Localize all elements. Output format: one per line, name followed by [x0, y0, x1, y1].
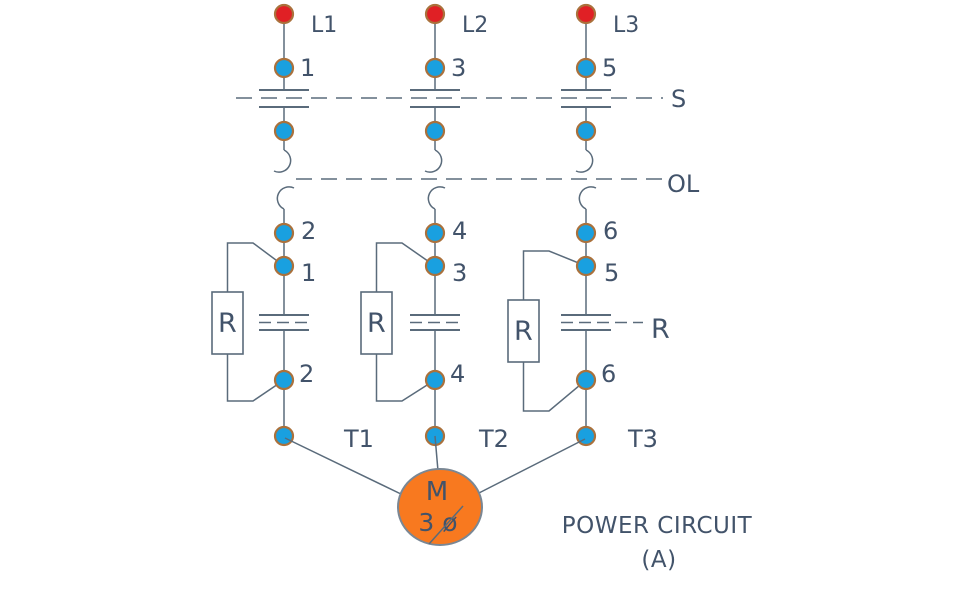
phase-2-contact-top-number: 3: [452, 259, 467, 287]
diagram-subtitle: (A): [641, 547, 676, 573]
connection-dot: [273, 255, 295, 277]
connection-dot: [273, 369, 295, 391]
phase-l3: R L3 5 6 5 6 T3: [507, 3, 658, 453]
phase-3-resistor-link-top: [522, 250, 587, 300]
phase-2-resistor-link-bottom: [375, 354, 436, 402]
phase-1-contact-bottom-number: 2: [299, 360, 314, 388]
phase-2-resistor-box: [360, 291, 393, 355]
connection-dot: [575, 369, 597, 391]
phase-2-resistor-label: R: [367, 308, 386, 339]
phase-1-line-label: L1: [311, 13, 337, 38]
line-terminal-dot: [273, 3, 295, 25]
connection-dot: [575, 120, 597, 142]
title-block: POWER CIRCUIT (A): [562, 513, 753, 573]
phase-3-top-number: 5: [602, 54, 617, 82]
phase-3-contact-top-number: 5: [604, 259, 619, 287]
phase-l2: R L2 3 4 3 4 T2: [360, 3, 509, 453]
switch-label: S: [671, 85, 686, 113]
phase-3-run-contact: [561, 314, 611, 331]
phase-3-overload-heater: [575, 149, 597, 210]
phase-3-contact-bottom-number: 6: [601, 360, 616, 388]
diagram-title: POWER CIRCUIT: [562, 513, 753, 539]
phase-3-switch-contact: [561, 89, 611, 108]
phase-2-top-number: 3: [451, 54, 466, 82]
line-terminal-dot: [424, 3, 446, 25]
phase-1-after-overload-number: 2: [301, 217, 316, 245]
motor: M 3 ø: [284, 435, 586, 546]
phase-1-contact-top-number: 1: [301, 259, 316, 287]
phase-3-resistor-label: R: [514, 316, 533, 347]
overload-label: OL: [667, 170, 700, 198]
connection-dot: [575, 222, 597, 244]
phase-1-resistor-label: R: [218, 308, 237, 339]
connection-dot: [424, 369, 446, 391]
connection-dot: [424, 222, 446, 244]
phase-2-run-contact: [410, 314, 460, 331]
phase-2-resistor-link-top: [375, 242, 436, 292]
motor-wires: [284, 435, 586, 496]
connection-dot: [424, 57, 446, 79]
phase-1-resistor-link-bottom: [226, 354, 285, 402]
motor-phase-text: 3 ø: [418, 508, 457, 537]
phase-1-run-contact: [259, 314, 309, 331]
connection-dot: [575, 57, 597, 79]
phase-2-motor-terminal-label: T2: [478, 425, 509, 453]
phase-2-switch-contact: [410, 89, 460, 108]
phase-2-contact-bottom-number: 4: [450, 360, 465, 388]
connection-dot: [273, 425, 295, 447]
phase-1-motor-terminal-label: T1: [343, 425, 374, 453]
phi-slash: [428, 505, 464, 545]
connection-dot: [273, 222, 295, 244]
run-contactor-label: R: [651, 314, 670, 345]
connection-dot: [273, 120, 295, 142]
connection-dot: [575, 255, 597, 277]
phase-2-line-label: L2: [462, 13, 488, 38]
phase-1-switch-contact: [259, 89, 309, 108]
phase-l1: R L1 1 2 1 2 T1: [211, 3, 374, 453]
line-terminal-dot: [575, 3, 597, 25]
motor-circle: [397, 468, 483, 546]
phase-3-motor-terminal-label: T3: [627, 425, 658, 453]
phase-3-line-label: L3: [613, 13, 639, 38]
phase-3-resistor-box: [507, 299, 540, 363]
connection-dot: [273, 57, 295, 79]
phase-3-resistor-link-bottom: [522, 362, 587, 412]
phase-1-top-number: 1: [300, 54, 315, 82]
connection-dot: [424, 120, 446, 142]
phase-1-overload-heater: [273, 149, 295, 210]
phase-1-resistor-link-top: [226, 242, 285, 292]
connection-dot: [424, 255, 446, 277]
motor-letter: M: [426, 477, 448, 507]
phase-3-after-overload-number: 6: [603, 217, 618, 245]
phase-2-after-overload-number: 4: [452, 217, 467, 245]
phase-2-overload-heater: [424, 149, 446, 210]
phase-1-resistor-box: [211, 291, 244, 355]
